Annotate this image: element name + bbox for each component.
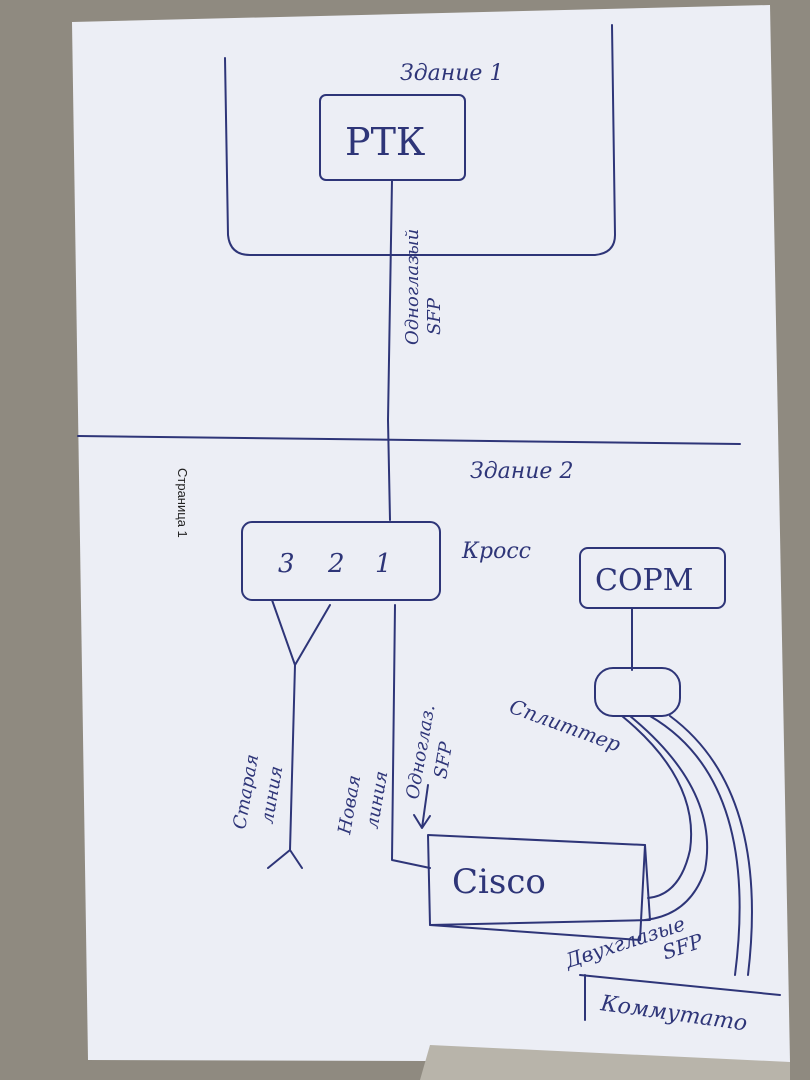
sorm-box	[579, 547, 726, 609]
link-label-1: Одноглазый	[402, 229, 423, 345]
old-line	[267, 599, 331, 869]
building-divider	[77, 435, 741, 445]
cross-port-2: 2	[327, 549, 345, 579]
paper-sheet	[72, 5, 790, 1062]
cross-label: Кросс	[461, 539, 531, 564]
sorm-label: СОРМ	[595, 563, 693, 598]
fiber-link	[387, 179, 393, 521]
building1-label: Здание 1	[400, 61, 503, 86]
arrow-icon	[413, 784, 431, 829]
building2-bottom-line	[429, 844, 781, 1021]
cisco-label: Cisco	[452, 862, 546, 902]
new-line	[391, 604, 431, 869]
cross-port-1: 1	[375, 549, 392, 579]
building1-boundary	[224, 24, 616, 256]
fiber-cables	[621, 715, 753, 976]
page-label: Страница 1	[175, 468, 190, 538]
building2-label: Здание 2	[470, 459, 573, 484]
splitter-box	[594, 667, 681, 717]
cross-port-3: 3	[278, 549, 295, 579]
link-label-2: SFP	[424, 297, 445, 335]
cross-box	[241, 521, 441, 601]
rtk-label: РТК	[345, 120, 425, 164]
